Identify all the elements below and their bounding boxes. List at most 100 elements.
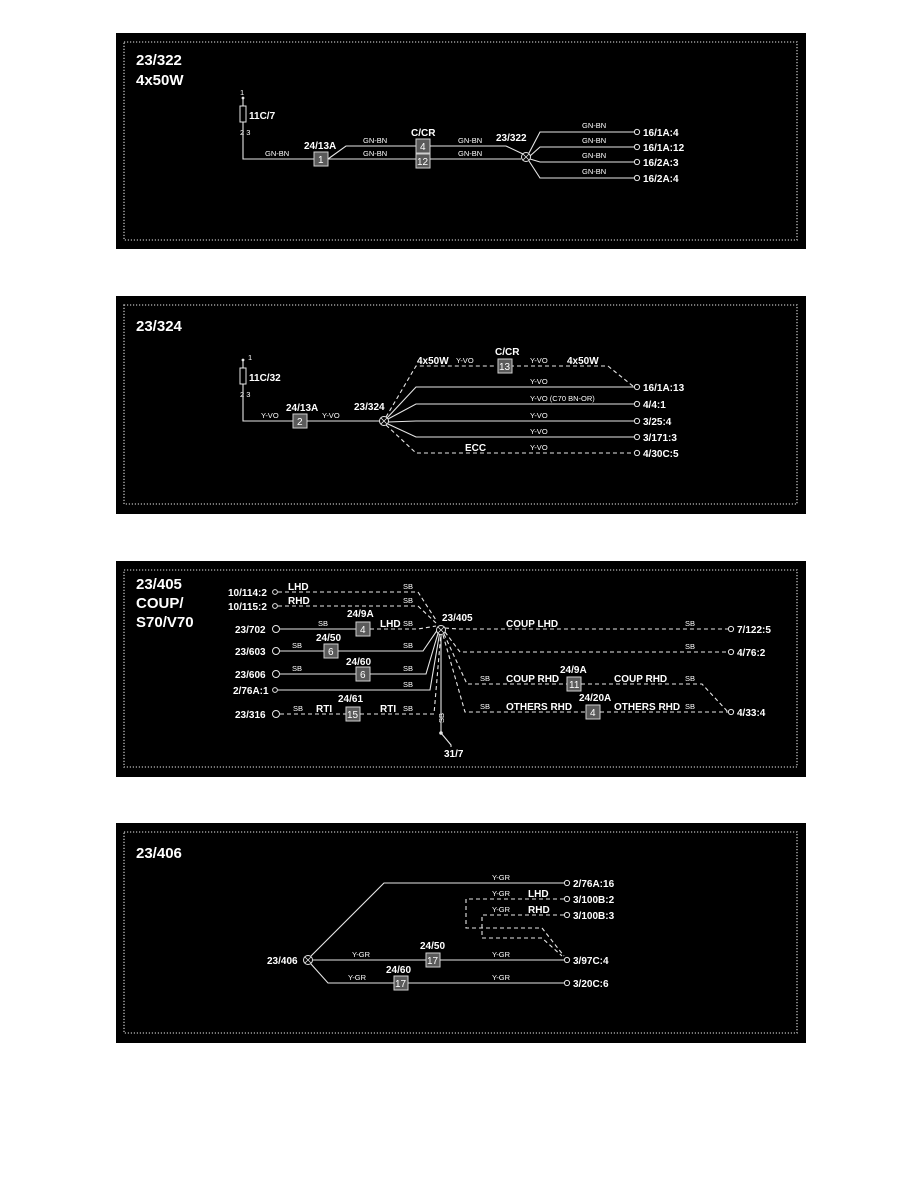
- splice-label: 23/405: [442, 613, 473, 624]
- wire-label: Y-VO: [530, 411, 548, 420]
- source-label: 10/115:2: [228, 602, 267, 613]
- splice-cross: [522, 153, 530, 161]
- fuse-symbol: [239, 367, 247, 385]
- diagram-title: 23/322: [136, 52, 182, 69]
- wire-label: SB: [480, 702, 490, 711]
- wire: [387, 403, 634, 420]
- terminal-symbol: [633, 174, 641, 182]
- connector-pin: 13: [499, 362, 511, 373]
- wire: [387, 423, 634, 438]
- wire: [430, 145, 524, 155]
- wire-label: SB: [403, 664, 413, 673]
- others-rhd-label: OTHERS RHD: [614, 702, 680, 713]
- source-label: 2/76A:1: [233, 686, 269, 697]
- endpoint-label: 3/100B:3: [573, 911, 615, 922]
- wire-dashed: [444, 627, 728, 630]
- endpoint-label: 16/1A:12: [643, 143, 685, 154]
- rti-label: RTI: [316, 704, 332, 715]
- wire: [338, 628, 439, 652]
- wire-label: GN-BN: [265, 149, 289, 158]
- diagram-23-406: 23/406 23/406 Y-GR 2/76A:16 Y-GR LHD 3/1…: [116, 823, 806, 1043]
- wire-label: GN-BN: [582, 121, 606, 130]
- connector-label: 24/61: [338, 694, 363, 705]
- terminal-symbol: [633, 143, 641, 151]
- rti-label: RTI: [380, 704, 396, 715]
- pin-dot: [241, 358, 245, 362]
- wire-label: Y-GR: [352, 950, 371, 959]
- others-rhd-label: OTHERS RHD: [506, 702, 572, 713]
- connector-label: 24/13A: [304, 141, 336, 152]
- terminal-symbol: [272, 589, 278, 595]
- variant-label: 4x50W: [567, 356, 599, 367]
- connector-pin: 15: [347, 710, 359, 721]
- diagram-23-322: 23/322 4x50W 1 11C/7 2 3 GN-BN 24/13A 1 …: [116, 33, 806, 249]
- wire: [327, 145, 416, 160]
- wire-label: Y-GR: [348, 973, 367, 982]
- splice-symbol: [272, 647, 280, 655]
- wire: [310, 882, 564, 957]
- wire-label: SB: [403, 641, 413, 650]
- terminal-symbol: [633, 449, 641, 457]
- dotted-frame: [123, 831, 798, 1034]
- source-label: 11C/7: [249, 111, 276, 122]
- connector-pin: 4: [360, 625, 366, 636]
- connector-label: 24/13A: [286, 403, 318, 414]
- lhd-label: LHD: [528, 889, 549, 900]
- wire: [387, 420, 634, 423]
- terminal-symbol: [272, 687, 278, 693]
- source-pin-top: 1: [248, 353, 252, 362]
- wire-label: GN-BN: [582, 136, 606, 145]
- wire-label: SB: [403, 680, 413, 689]
- wire-dashed: [443, 633, 567, 685]
- pin-dot: [241, 96, 245, 100]
- dotted-frame: [123, 569, 798, 768]
- wire-dashed: [385, 365, 496, 418]
- wire: [440, 732, 452, 747]
- terminal-symbol: [563, 879, 571, 887]
- diagram-title: 23/405: [136, 576, 182, 593]
- fuse-symbol: [239, 105, 247, 123]
- terminal-symbol: [563, 979, 571, 987]
- connector-pin: 4: [420, 142, 426, 153]
- connector-box: [497, 358, 513, 374]
- splice-symbol: [272, 670, 280, 678]
- wire-dashed: [481, 914, 564, 957]
- diagram-23-324-svg: 23/324 1 11C/32 2 3 Y-VO 24/13A 2 Y-VO 2…: [123, 304, 798, 505]
- connector-pin: 12: [417, 157, 429, 168]
- wire: [528, 160, 634, 179]
- wire-label: SB: [685, 619, 695, 628]
- wire-label: Y-VO: [261, 411, 279, 420]
- endpoint-label: 4/76:2: [737, 648, 766, 659]
- wire-note: Y-VO (C70 BN-OR): [530, 394, 595, 403]
- wire: [310, 963, 394, 984]
- wire: [529, 158, 634, 163]
- wire-label: SB: [292, 641, 302, 650]
- wire-label: GN-BN: [582, 167, 606, 176]
- terminal-symbol: [633, 128, 641, 136]
- splice-cross: [304, 956, 312, 964]
- source-label: 10/114:2: [228, 588, 267, 599]
- terminal-symbol: [633, 158, 641, 166]
- wire-label: SB: [403, 596, 413, 605]
- connector-label: 24/9A: [560, 665, 587, 676]
- endpoint-label: 3/20C:6: [573, 979, 609, 990]
- wire-label: Y-VO: [322, 411, 340, 420]
- wire-label: Y-VO: [530, 427, 548, 436]
- diagram-23-405: 23/405 COUP/ S70/V70 10/114:2 LHD SB 10/…: [116, 561, 806, 777]
- wire-label: Y-GR: [492, 973, 511, 982]
- endpoint-label: 16/2A:3: [643, 158, 679, 169]
- wire: [242, 392, 293, 422]
- wire-label: SB: [403, 619, 413, 628]
- endpoint-label: 2/76A:16: [573, 879, 615, 890]
- terminal-symbol: [727, 648, 735, 656]
- connector-label: C/CR: [411, 128, 436, 139]
- terminal-symbol: [563, 956, 571, 964]
- diagram-23-406-svg: 23/406 23/406 Y-GR 2/76A:16 Y-GR LHD 3/1…: [123, 831, 798, 1034]
- endpoint-label: 7/122:5: [737, 625, 771, 636]
- coup-rhd-label: COUP RHD: [614, 674, 667, 685]
- splice-label: 23/322: [496, 133, 527, 144]
- wire: [386, 386, 634, 419]
- connector-pin: 6: [360, 670, 366, 681]
- connector-label: 24/50: [316, 633, 341, 644]
- diagram-subtitle: 4x50W: [136, 72, 184, 89]
